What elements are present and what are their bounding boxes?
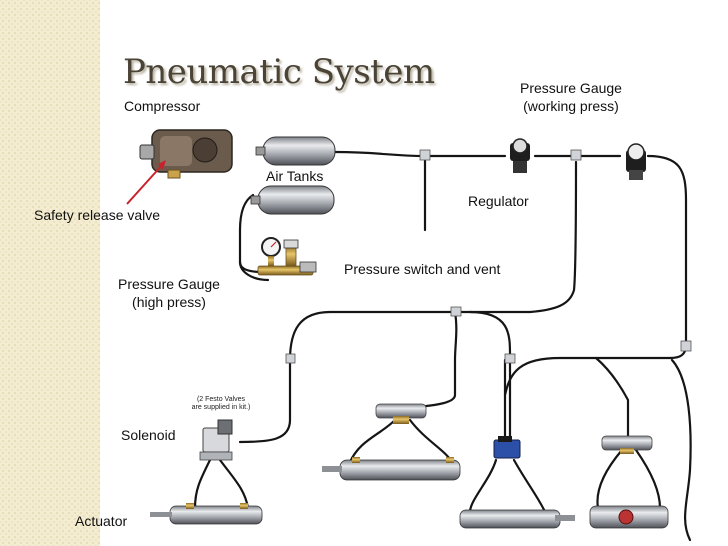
air-tanks-label: Air Tanks	[266, 168, 324, 184]
actuator-cylinder-left	[150, 503, 263, 525]
high-pressure-gauge	[261, 237, 281, 266]
high-pressure-gauge-label-line1: Pressure Gauge	[118, 276, 220, 292]
festo-valves-note: (2 Festo Valves are supplied in kit.)	[183, 396, 259, 412]
actuator-label: Actuator	[75, 513, 128, 529]
air-tank-lower	[250, 185, 335, 215]
flow-control-valve-right	[601, 435, 653, 454]
actuator-cylinder-bottom	[459, 509, 575, 529]
safety-valve-pointer-arrow	[126, 160, 166, 205]
compressor	[139, 129, 233, 179]
compressor-label: Compressor	[124, 98, 201, 114]
actuator-cylinder-center	[322, 457, 461, 481]
working-pressure-gauge-label-line2: (working press)	[523, 98, 619, 114]
rotary-actuator	[589, 505, 669, 529]
regulator-label: Regulator	[468, 193, 529, 209]
high-pressure-gauge-label: Pressure Gauge (high press)	[104, 275, 234, 311]
festo-valves-note-line1: (2 Festo Valves	[196, 396, 246, 403]
working-pressure-gauge-label: Pressure Gauge (working press)	[503, 79, 639, 115]
working-pressure-gauge	[626, 143, 646, 180]
brass-manifold	[257, 239, 317, 276]
flow-control-valve-center	[375, 403, 427, 424]
pressure-switch-and-vent-label: Pressure switch and vent	[344, 261, 501, 277]
air-tank-upper	[255, 136, 336, 166]
tee-fittings	[285, 149, 692, 364]
solenoid-label: Solenoid	[121, 427, 176, 443]
blue-solenoid-valve	[493, 436, 521, 459]
festo-valves-note-line2: are supplied in kit.)	[191, 404, 251, 411]
solenoid-valve	[199, 419, 233, 461]
high-pressure-gauge-label-line2: (high press)	[132, 294, 206, 310]
safety-release-valve-label: Safety release valve	[34, 207, 161, 223]
working-pressure-gauge-label-line1: Pressure Gauge	[520, 80, 622, 96]
regulator	[510, 138, 530, 173]
slide-title: Pneumatic System	[123, 52, 435, 92]
decorative-sidebar	[0, 0, 100, 546]
